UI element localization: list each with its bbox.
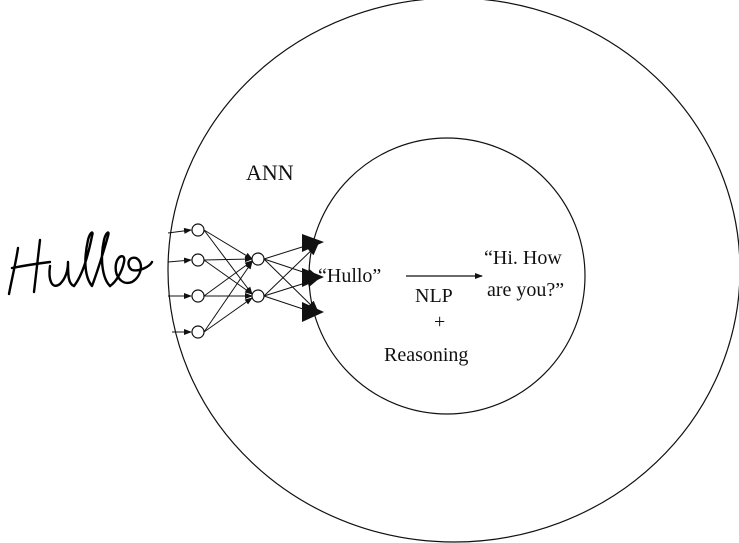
nn-hidden-neurons [251,252,265,303]
nn-connections-1 [203,229,253,333]
plus-label: + [434,311,445,333]
outer-circle [167,0,739,543]
nn-input-neurons [191,223,205,339]
response-line-2: are you?” [487,279,564,301]
hullo-input-text: “Hullo” [318,265,381,287]
ann-label: ANN [246,160,294,185]
handwritten-hullo [7,231,154,296]
nn-input-arrows [167,227,192,335]
nn-output-arrowheads [302,234,324,322]
nlp-label: NLP [415,285,453,307]
response-line-1: “Hi. How [484,247,562,269]
reasoning-label: Reasoning [384,344,468,366]
